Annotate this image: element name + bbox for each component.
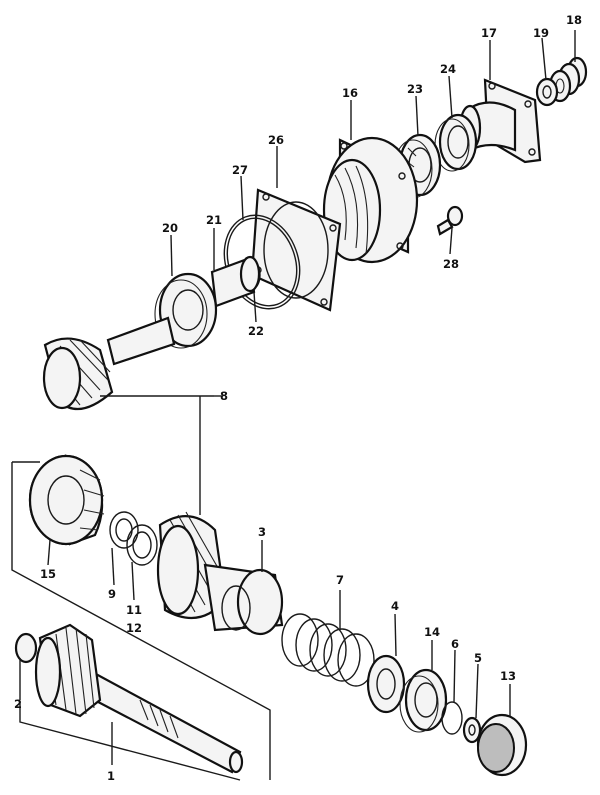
callout-9: 9: [108, 587, 116, 601]
callout-3: 3: [258, 525, 266, 539]
callout-4: 4: [391, 599, 399, 613]
callout-6: 6: [451, 637, 459, 651]
part-4-washer: [366, 654, 406, 714]
callout-13: 13: [500, 669, 516, 683]
part-14-bearing: [399, 668, 448, 733]
part-18-nut: [548, 56, 588, 103]
callout-7: 7: [336, 573, 344, 587]
callout-16: 16: [342, 86, 358, 100]
callout-11: 11: [126, 603, 142, 617]
part-13-cap: [476, 713, 528, 777]
callout-28: 28: [443, 257, 459, 271]
part-20-bearing: [154, 272, 218, 349]
part-11-shim: [126, 524, 158, 566]
callout-15: 15: [40, 567, 56, 581]
part-16-housing: [322, 136, 419, 264]
callout-1: 1: [107, 769, 115, 783]
callout-26: 26: [268, 133, 284, 147]
callout-5: 5: [474, 651, 482, 665]
part-6-snap-ring: [441, 701, 463, 735]
part-7-spring: [281, 613, 375, 687]
leader-lines: [11, 30, 576, 781]
callout-12: 12: [126, 621, 142, 635]
callout-21: 21: [206, 213, 222, 227]
callout-23: 23: [407, 82, 423, 96]
part-28-bolt: [436, 205, 464, 236]
callout-24: 24: [440, 62, 456, 76]
part-15-bearing: [28, 454, 105, 546]
callout-22: 22: [248, 324, 264, 338]
part-21-collar: [210, 255, 261, 308]
callout-20: 20: [162, 221, 178, 235]
callout-27: 27: [232, 163, 248, 177]
callout-labels: 18 17 19 24 23 16 26 27 20 21 22 28 8 3 …: [14, 13, 582, 783]
part-24-bearing: [434, 113, 478, 172]
callout-18: 18: [566, 13, 582, 27]
part-19-washer: [535, 77, 559, 107]
callout-19: 19: [533, 26, 549, 40]
part-3-case: [203, 563, 284, 636]
part-2-gear: [14, 623, 102, 718]
callout-8: 8: [220, 389, 228, 403]
callout-2: 2: [14, 697, 22, 711]
callout-14: 14: [424, 625, 440, 639]
callout-17: 17: [481, 26, 497, 40]
part-pinion-gear: [42, 316, 176, 411]
